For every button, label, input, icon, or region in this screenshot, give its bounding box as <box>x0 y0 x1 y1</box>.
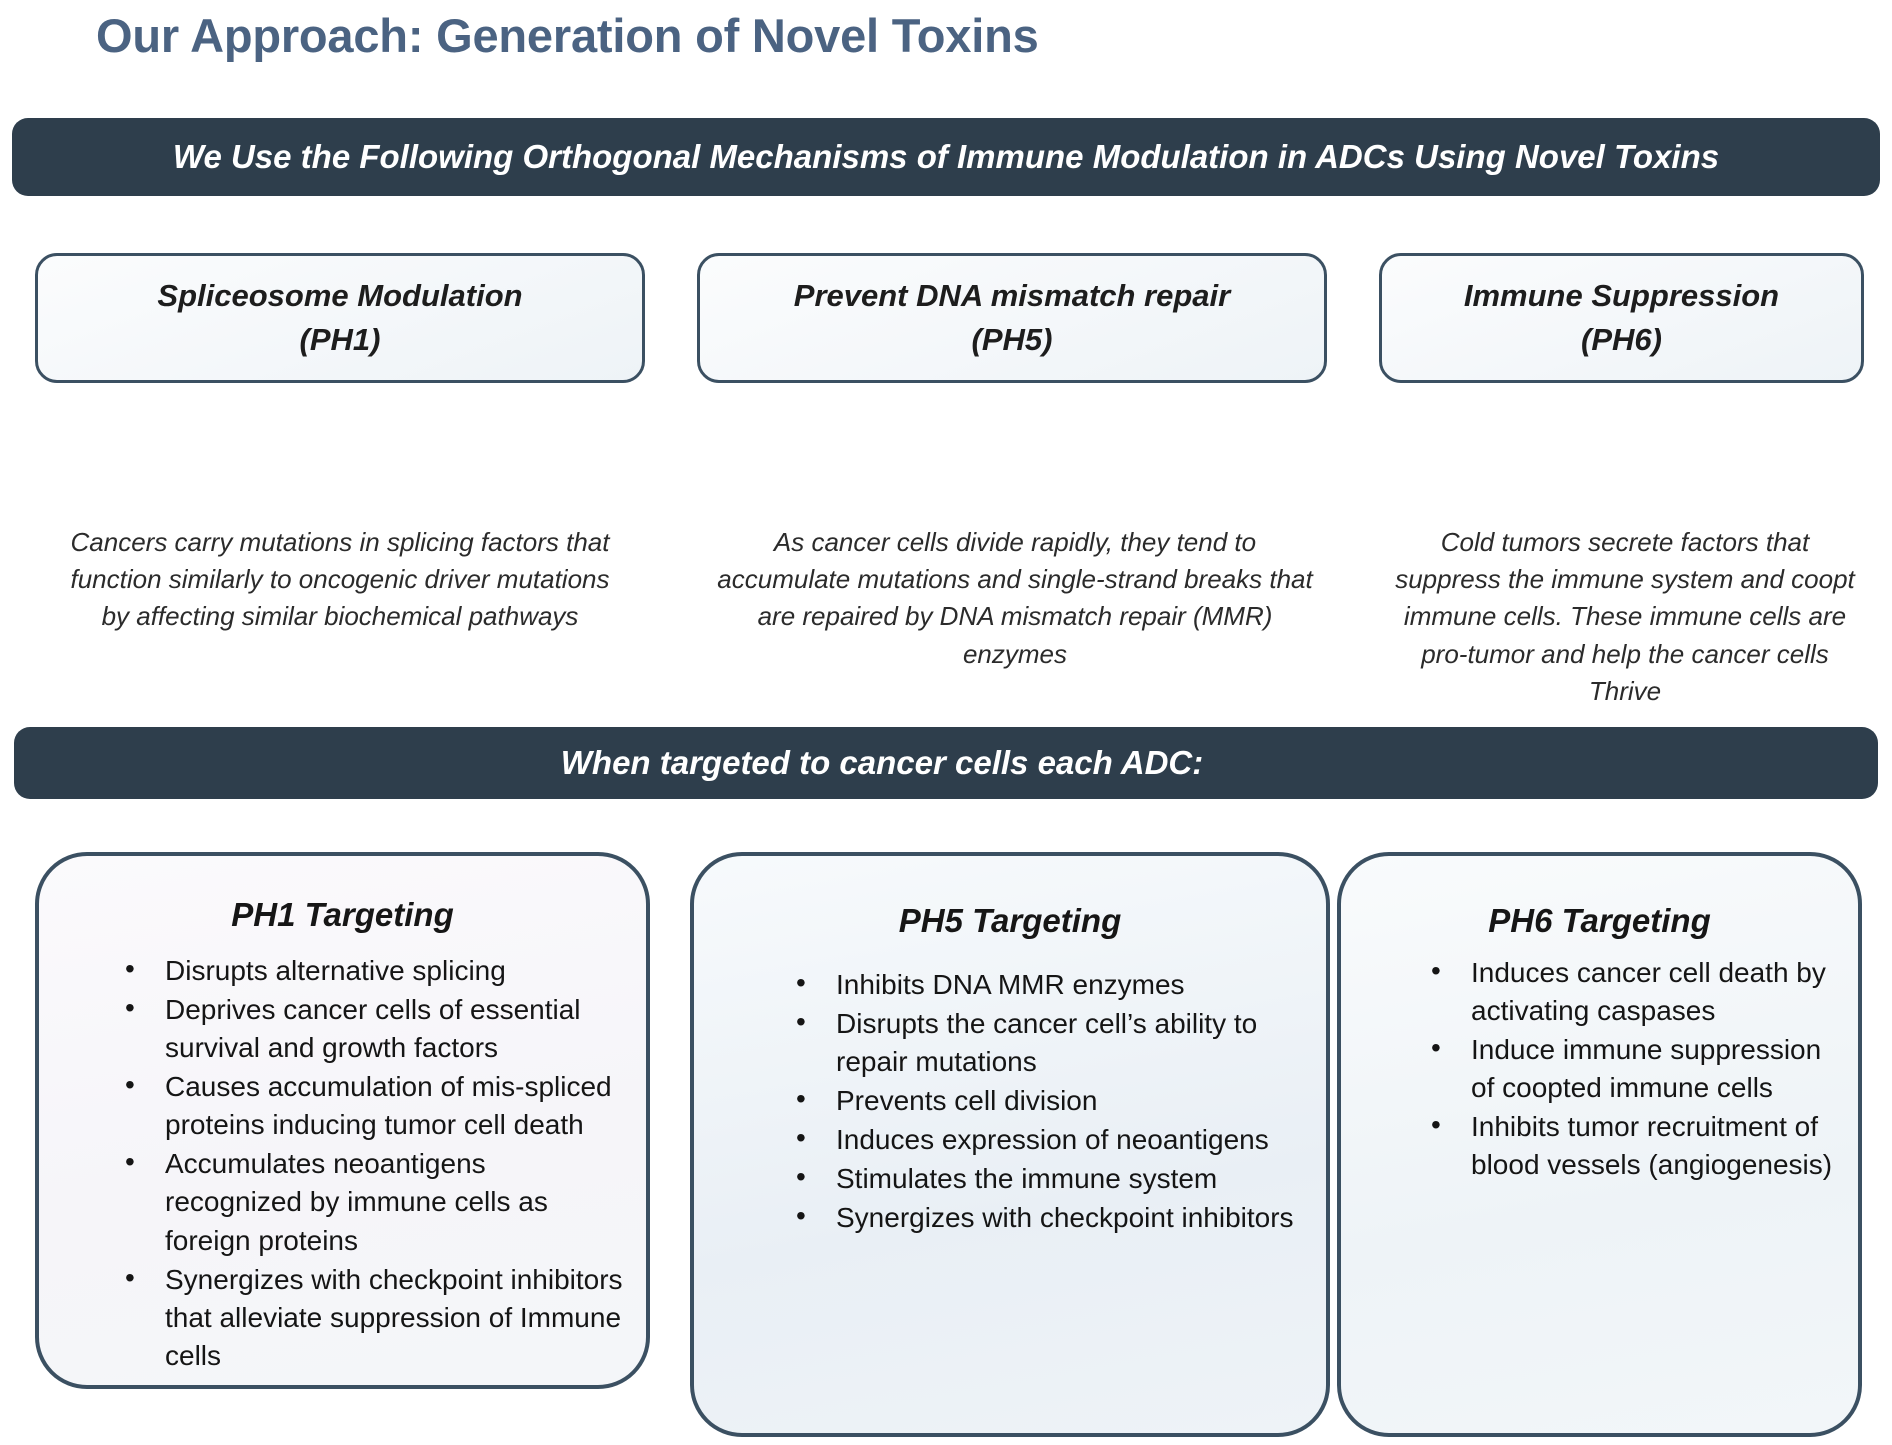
targeting-bullet-list-ph5: Inhibits DNA MMR enzymesDisrupts the can… <box>768 964 1308 1238</box>
mechanism-code-ph6: (PH6) <box>1581 322 1662 357</box>
list-item: Induces expression of neoantigens <box>768 1119 1308 1159</box>
list-item: Induce immune suppression of coopted imm… <box>1403 1029 1842 1107</box>
list-item: Disrupts alternative splicing <box>97 950 624 990</box>
banner-mechanisms: We Use the Following Orthogonal Mechanis… <box>12 118 1880 196</box>
mechanism-box-ph5: Prevent DNA mismatch repair (PH5) <box>697 253 1327 383</box>
list-item: Causes accumulation of mis-spliced prote… <box>97 1066 624 1144</box>
list-item: Deprives cancer cells of essential survi… <box>97 989 624 1067</box>
banner-mechanisms-text: We Use the Following Orthogonal Mechanis… <box>172 138 1720 175</box>
list-item: Disrupts the cancer cell’s ability to re… <box>768 1003 1308 1081</box>
targeting-title-ph5: PH5 Targeting <box>898 902 1122 939</box>
page-title: Our Approach: Generation of Novel Toxins <box>96 9 1039 62</box>
mechanism-code-ph5: (PH5) <box>971 322 1053 357</box>
targeting-bullet-list-ph6: Induces cancer cell death by activating … <box>1403 952 1842 1184</box>
banner-targeting: When targeted to cancer cells each ADC: <box>14 727 1878 799</box>
mechanism-name-ph6: Immune Suppression <box>1463 277 1780 313</box>
list-item: Stimulates the immune system <box>768 1158 1308 1198</box>
mechanism-name-ph1: Spliceosome Modulation <box>157 277 523 313</box>
targeting-bullet-list-ph1: Disrupts alternative splicingDeprives ca… <box>97 950 624 1375</box>
targeting-title-ph1: PH1 Targeting <box>231 896 454 933</box>
targeting-box-ph1: PH1 Targeting Disrupts alternative splic… <box>35 852 650 1389</box>
targeting-box-ph5: PH5 Targeting Inhibits DNA MMR enzymesDi… <box>690 852 1330 1437</box>
list-item: Induces cancer cell death by activating … <box>1403 952 1842 1030</box>
mechanism-code-ph1: (PH1) <box>299 322 381 357</box>
mechanism-description-ph6: Cold tumors secrete factors that suppres… <box>1395 527 1855 706</box>
mechanism-description-ph1: Cancers carry mutations in splicing fact… <box>70 527 610 632</box>
list-item: Prevents cell division <box>768 1080 1308 1120</box>
mechanism-name-ph5: Prevent DNA mismatch repair <box>793 277 1231 313</box>
list-item: Inhibits DNA MMR enzymes <box>768 964 1308 1004</box>
mechanism-description-ph5: As cancer cells divide rapidly, they ten… <box>717 527 1313 669</box>
list-item: Synergizes with checkpoint inhibitors <box>768 1197 1308 1237</box>
targeting-title-ph6: PH6 Targeting <box>1488 902 1711 939</box>
banner-targeting-text: When targeted to cancer cells each ADC: <box>560 744 1204 781</box>
mechanism-box-ph1: Spliceosome Modulation (PH1) <box>35 253 645 383</box>
targeting-box-ph6: PH6 Targeting Induces cancer cell death … <box>1337 852 1862 1437</box>
mechanism-box-ph6: Immune Suppression (PH6) <box>1379 253 1864 383</box>
list-item: Synergizes with checkpoint inhibitors th… <box>97 1259 624 1375</box>
list-item: Inhibits tumor recruitment of blood vess… <box>1403 1106 1842 1184</box>
list-item: Accumulates neoantigens recognized by im… <box>97 1143 624 1259</box>
